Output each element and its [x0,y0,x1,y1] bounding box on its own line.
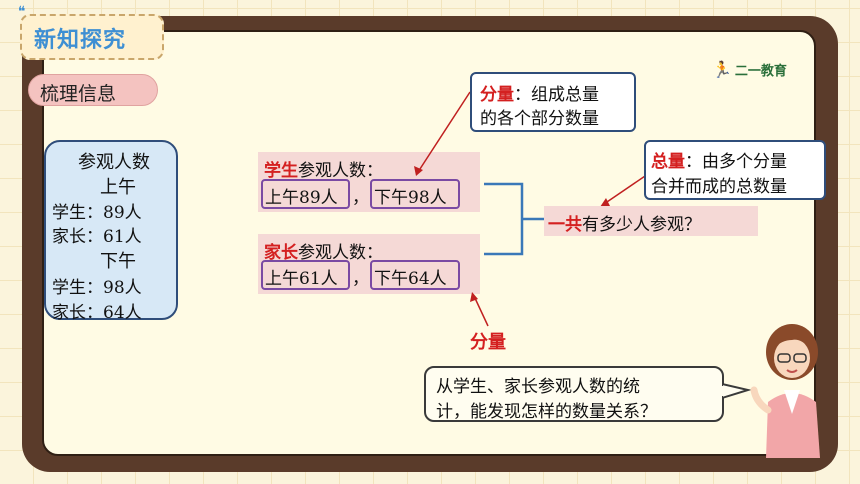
info-box [44,140,178,320]
parent-pm: 下午64人 [374,269,447,289]
section-label: 梳理信息 [40,83,117,105]
info-title: 参观人数 [78,152,150,173]
speech-line1: 从学生、家长参观人数的统 [436,377,640,397]
page-title: 新知探究 [34,28,127,53]
runner-icon: 🏃 [712,60,732,79]
question-rest: 有多少人参观？ [582,215,701,235]
header-tag [20,14,164,60]
note-part-line2: 的各个部分数量 [480,109,599,129]
parent-heading: 家长参观人数： [264,238,383,263]
student-heading: 学生参观人数： [264,156,383,181]
info-morning: 上午 [100,177,136,198]
brand-text: 二一教育 [734,64,787,79]
note-part-line1: 分量：组成总量 [480,80,599,105]
section-pill [28,74,158,106]
arrow-to-parent [473,295,489,327]
info-afternoon-parent: 家长：64人 [52,303,142,323]
question-emph: 一共 [548,215,582,235]
student-term: 学生 [264,161,298,181]
parent-am: 上午61人 [265,269,338,289]
note-total-line2: 合并而成的总数量 [651,177,787,197]
student-pm: 下午98人 [374,188,447,208]
arrowhead-parent [470,292,478,302]
arrow-to-student [417,91,471,173]
parent-am-box [261,260,350,290]
parent-pm-box [370,260,460,290]
parent-term: 家长 [264,243,298,263]
info-morning-parent: 家长：61人 [52,227,142,247]
info-afternoon-student: 学生：98人 [52,278,142,298]
note-part-term: 分量 [480,85,514,105]
student-group-bg [258,152,480,212]
note-total-term: 总量 [651,152,685,172]
info-afternoon: 下午 [100,251,136,272]
student-suffix: 参观人数： [298,161,383,181]
arrowhead-student [414,166,423,176]
note-total [644,140,826,200]
arrow-to-question [603,173,649,205]
parent-suffix: 参观人数： [298,243,383,263]
student-am-box [261,179,350,209]
student-comma: ， [352,188,369,208]
question: 一共有多少人参观？ [548,210,701,235]
bracket-line [484,182,546,256]
teacher-icon [750,324,820,458]
student-am: 上午89人 [265,188,338,208]
parent-comma: ， [352,269,369,289]
student-pm-box [370,179,460,209]
quote-icon: ❝ [18,4,26,20]
note-total-line1: 总量：由多个分量 [651,147,787,172]
note-part-rest: ：组成总量 [514,85,599,105]
note-part [470,72,636,132]
brand-logo: 🏃二一教育 [712,60,787,79]
speech-bubble [424,366,724,422]
part-label: 分量 [470,332,506,353]
parent-group-bg [258,234,480,294]
speech-line2: 计，能发现怎样的数量关系？ [436,402,657,422]
info-morning-student: 学生：89人 [52,203,142,223]
speech-tail [722,382,752,400]
arrowhead-question [600,198,610,207]
note-total-rest: ：由多个分量 [685,152,787,172]
question-bg [544,206,758,236]
